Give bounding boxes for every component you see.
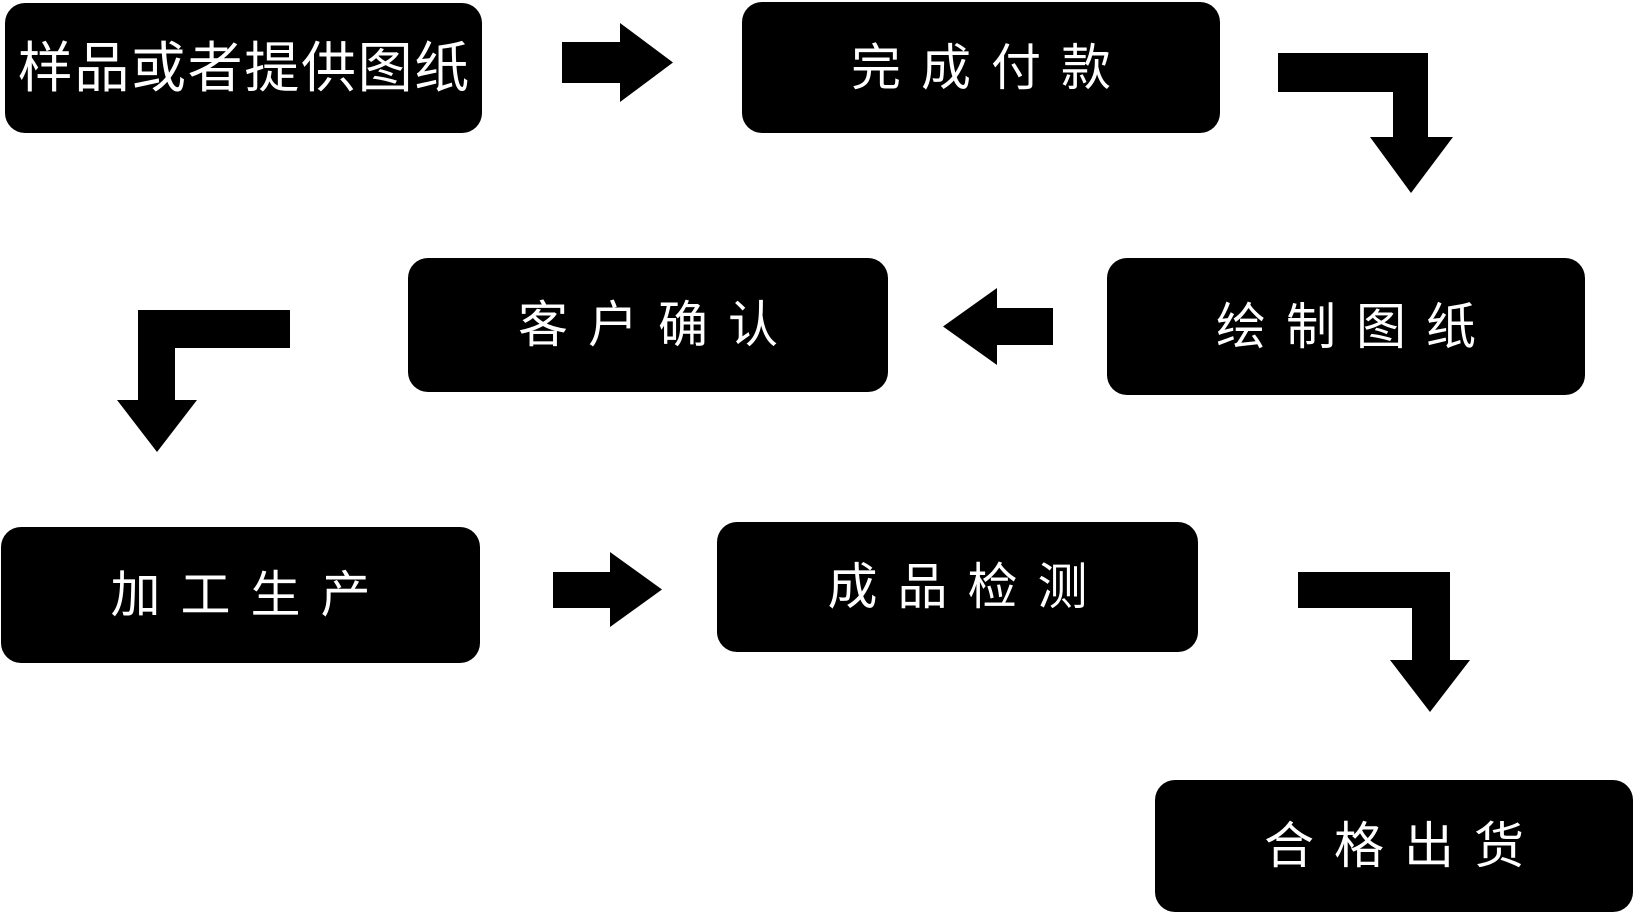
flow-node-label: 合格出货 bbox=[1264, 818, 1544, 874]
flow-node-label: 样品或者提供图纸 bbox=[17, 36, 471, 99]
flow-node-label: 绘制图纸 bbox=[1216, 298, 1496, 355]
arrow-right-sample-to-payment-icon bbox=[562, 23, 673, 102]
flow-node-complete-payment: 完成付款 bbox=[742, 2, 1220, 133]
arrow-left-drawings-to-confirmation-icon bbox=[943, 288, 1053, 365]
flow-node-label: 完成付款 bbox=[851, 39, 1131, 96]
arrow-right-production-to-inspection-icon bbox=[553, 552, 662, 627]
arrow-elbow-down-inspection-to-shipment-icon bbox=[1298, 572, 1470, 712]
arrow-elbow-down-payment-to-drawings-icon bbox=[1278, 53, 1453, 193]
flow-node-processing-production: 加工生产 bbox=[1, 527, 480, 663]
flow-node-label: 加工生产 bbox=[110, 567, 391, 623]
flow-node-label: 客户确认 bbox=[518, 297, 798, 353]
flow-node-finished-product-inspection: 成品检测 bbox=[717, 522, 1198, 652]
flow-node-customer-confirmation: 客户确认 bbox=[408, 258, 888, 392]
flow-node-sample-or-provide-drawings: 样品或者提供图纸 bbox=[5, 3, 482, 133]
flow-node-label: 成品检测 bbox=[827, 559, 1108, 615]
arrow-elbow-down-confirmation-to-production-icon bbox=[117, 310, 290, 452]
flow-node-qualified-shipment: 合格出货 bbox=[1155, 780, 1633, 912]
flow-node-draw-drawings: 绘制图纸 bbox=[1107, 258, 1585, 395]
